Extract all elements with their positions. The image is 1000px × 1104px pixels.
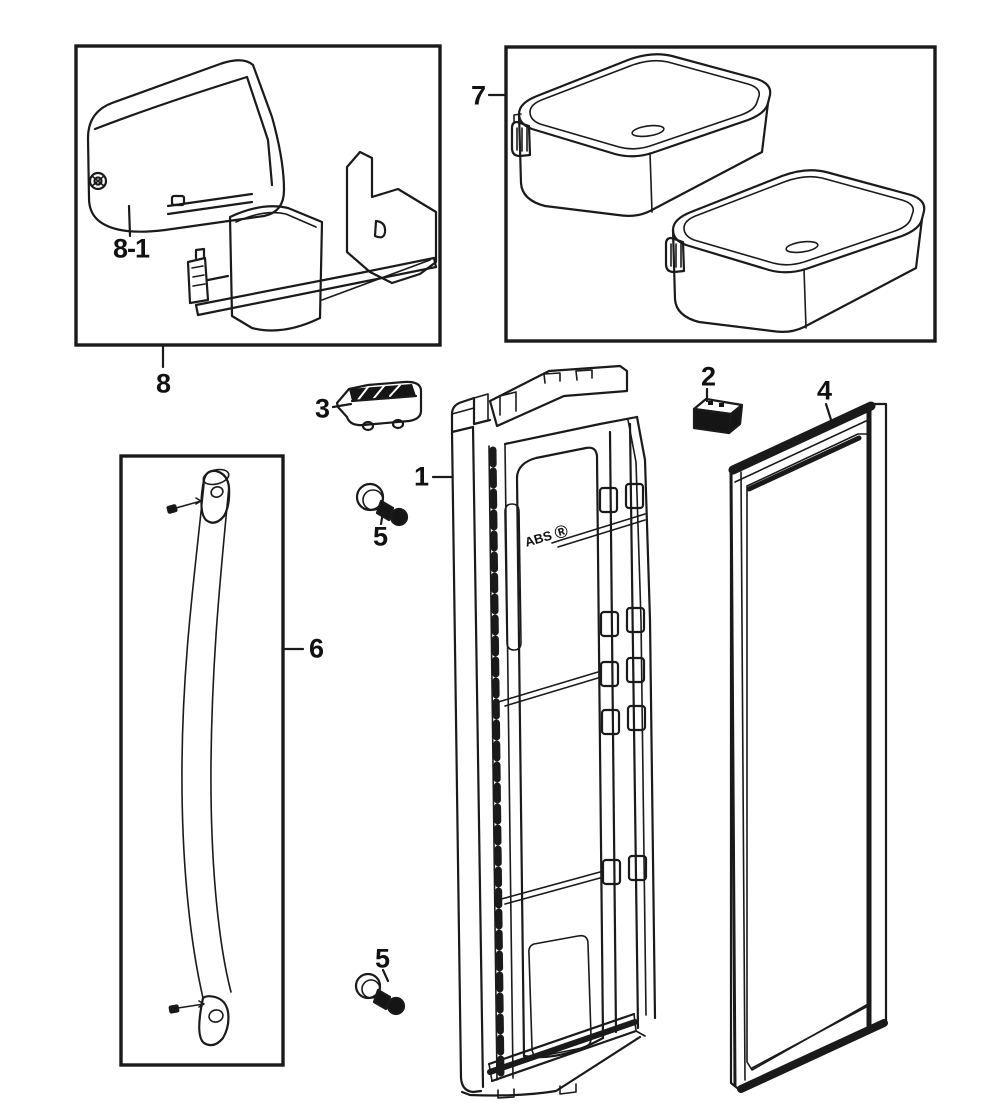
leader-lines [127, 93, 835, 983]
part-6-group-box [119, 454, 285, 1067]
leader-4 [824, 402, 835, 428]
callout-3: 3 [314, 393, 330, 424]
door-bin-upper [510, 53, 772, 217]
callout-1: 1 [413, 461, 429, 492]
handle-screw-icon [166, 497, 205, 1014]
part-7-group-box [504, 45, 937, 343]
callout-8-1: 8-1 [112, 233, 150, 264]
leader-5a [379, 510, 385, 526]
callout-4: 4 [816, 375, 832, 406]
screw-icon [88, 171, 108, 191]
leader-8-1 [127, 204, 132, 238]
part-8-1-cover [86, 59, 286, 233]
callout-5-top: 5 [372, 521, 388, 552]
door-bin-lower [664, 169, 926, 333]
part-5-stopper-top [355, 482, 409, 527]
callout-8: 8 [155, 368, 171, 399]
part-3-support [335, 380, 423, 432]
callout-6: 6 [308, 633, 324, 664]
hinge-clips [598, 482, 648, 886]
callout-2: 2 [700, 361, 716, 392]
part-4-gasket [728, 401, 888, 1093]
part-1-door [450, 364, 657, 1099]
callout-5-bottom: 5 [374, 943, 390, 974]
leader-3 [331, 402, 353, 409]
part-2-cap [692, 397, 744, 435]
part-5-stopper-bottom [354, 972, 406, 1016]
callout-7: 7 [470, 80, 486, 111]
part-6-handle [166, 468, 232, 1047]
part-8-bin-frame [186, 150, 438, 332]
leader-5b [381, 968, 390, 983]
part-8-group-box [74, 44, 442, 347]
